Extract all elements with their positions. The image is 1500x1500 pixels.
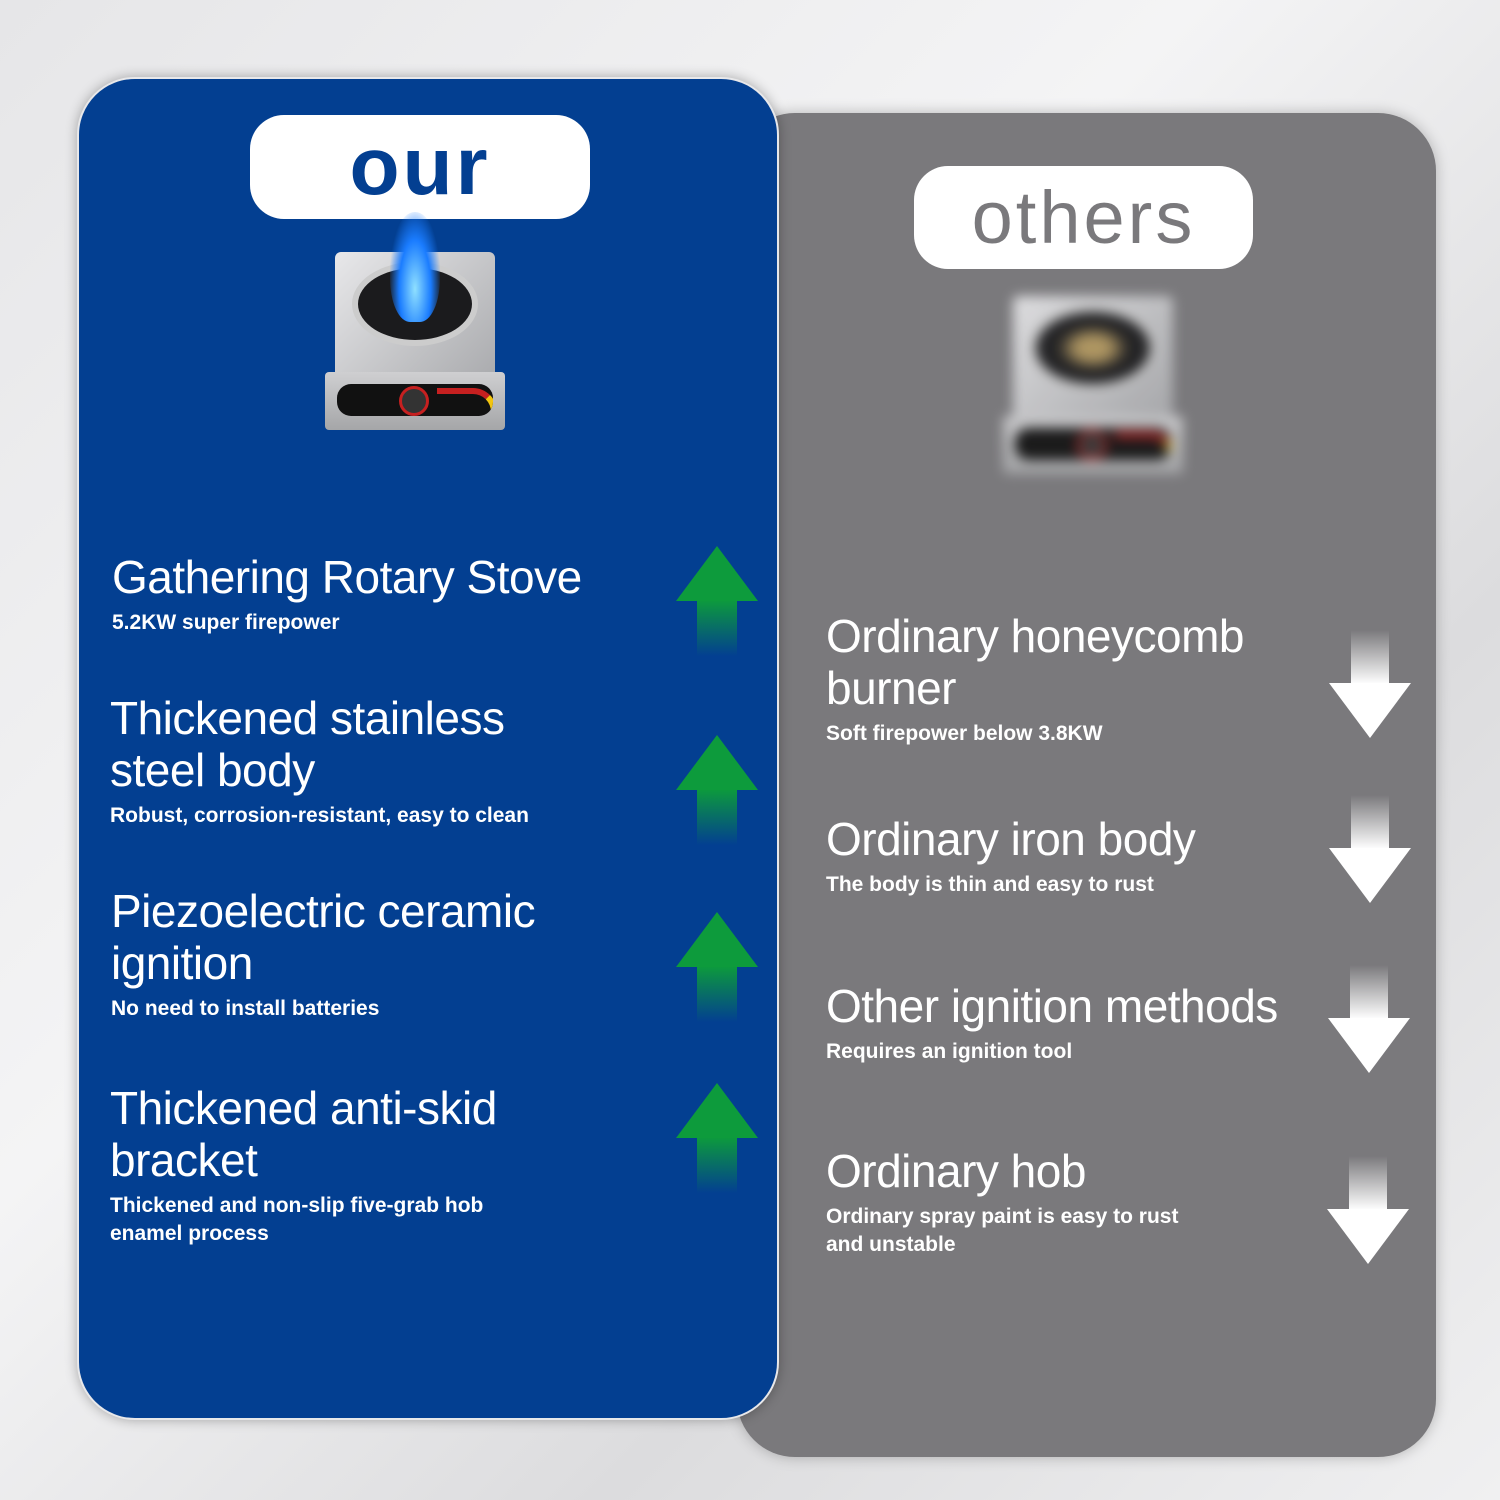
ours-label: our bbox=[250, 115, 590, 219]
arrow-up-icon bbox=[676, 1083, 758, 1193]
item-title: Thickened stainless steel body bbox=[110, 692, 505, 796]
item-title: Ordinary hob bbox=[826, 1145, 1086, 1197]
item-subtitle: The body is thin and easy to rust bbox=[826, 873, 1154, 896]
item-subtitle: Ordinary spray paint is easy to rust and… bbox=[826, 1205, 1179, 1256]
item-title: Gathering Rotary Stove bbox=[112, 551, 582, 603]
arrow-down-icon bbox=[1329, 795, 1411, 903]
others-label: others bbox=[914, 166, 1253, 269]
item-title: Other ignition methods bbox=[826, 980, 1278, 1032]
item-subtitle: No need to install batteries bbox=[111, 997, 380, 1020]
item-title: Thickened anti-skid bracket bbox=[110, 1082, 497, 1186]
item-subtitle: 5.2KW super firepower bbox=[112, 611, 340, 634]
flame-icon bbox=[390, 212, 440, 322]
item-title: Ordinary iron body bbox=[826, 813, 1196, 865]
others-item: Ordinary hob Ordinary spray paint is eas… bbox=[826, 1145, 1316, 1259]
ours-item: Gathering Rotary Stove 5.2KW super firep… bbox=[112, 551, 672, 637]
item-subtitle: Requires an ignition tool bbox=[826, 1040, 1073, 1063]
arrow-down-icon bbox=[1328, 965, 1410, 1073]
item-title: Piezoelectric ceramic ignition bbox=[111, 885, 536, 989]
item-subtitle: Thickened and non-slip five-grab hob ena… bbox=[110, 1194, 484, 1245]
ours-item: Thickened anti-skid bracket Thickened an… bbox=[110, 1082, 570, 1248]
arrow-up-icon bbox=[676, 912, 758, 1022]
arrow-up-icon bbox=[676, 546, 758, 656]
arrow-down-icon bbox=[1327, 1156, 1409, 1264]
others-item: Ordinary honeycomb burner Soft firepower… bbox=[826, 610, 1316, 748]
ours-item: Thickened stainless steel body Robust, c… bbox=[110, 692, 590, 830]
others-item: Other ignition methods Requires an ignit… bbox=[826, 980, 1356, 1066]
item-title: Ordinary honeycomb burner bbox=[826, 610, 1244, 714]
item-subtitle: Soft firepower below 3.8KW bbox=[826, 722, 1103, 745]
arrow-up-icon bbox=[676, 735, 758, 845]
ours-item: Piezoelectric ceramic ignition No need t… bbox=[111, 885, 631, 1023]
item-subtitle: Robust, corrosion-resistant, easy to cle… bbox=[110, 804, 529, 827]
others-item: Ordinary iron body The body is thin and … bbox=[826, 813, 1316, 899]
arrow-down-icon bbox=[1329, 630, 1411, 738]
